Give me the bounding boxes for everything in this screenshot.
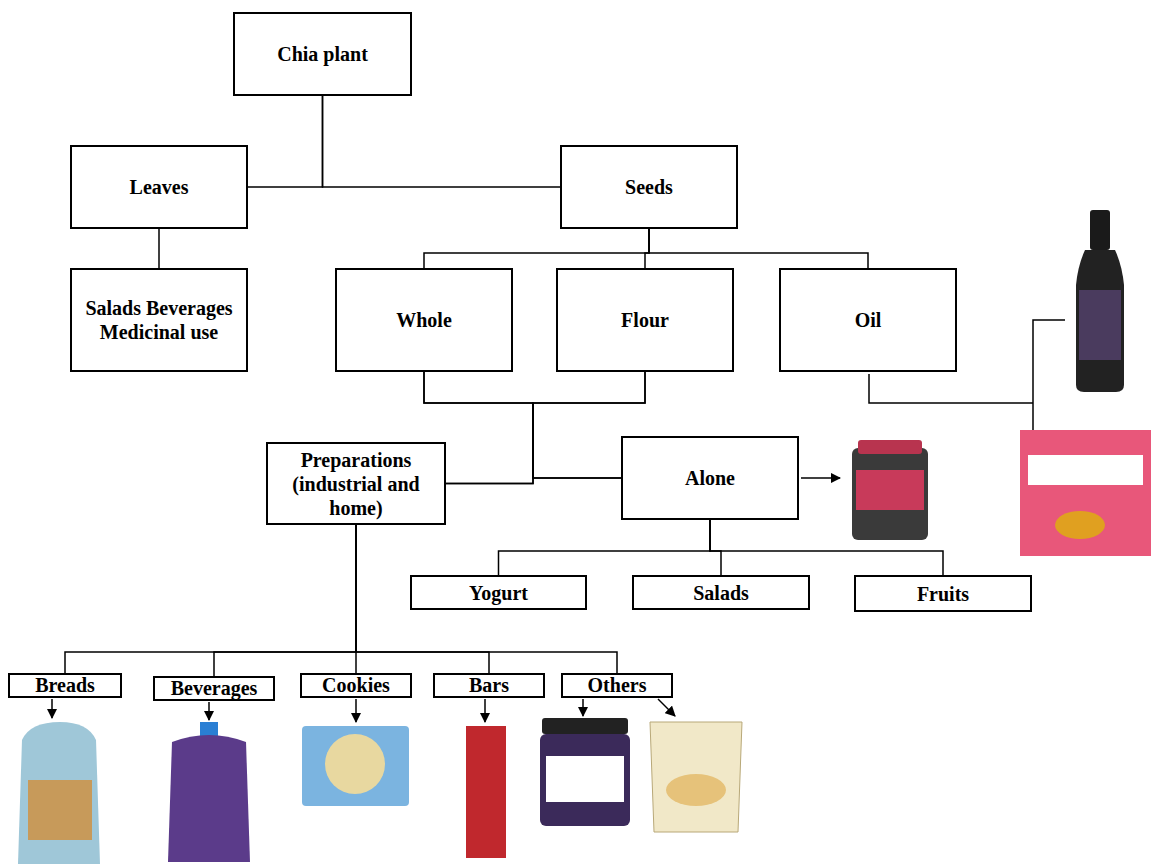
category-box: Beverages	[153, 676, 275, 701]
connector-line	[424, 229, 649, 268]
arrow-line	[801, 477, 840, 479]
connector-line	[649, 229, 868, 268]
process-box: Salads	[632, 575, 810, 610]
cookie-pack	[302, 726, 409, 806]
box-label: Oil	[855, 308, 882, 332]
jar-lid	[858, 440, 922, 454]
box-label: Breads	[35, 675, 95, 696]
connector-line	[356, 525, 617, 673]
leader-line	[869, 374, 1033, 403]
arrow-line	[582, 699, 584, 716]
capsule	[1055, 511, 1105, 539]
bread-slice	[28, 780, 92, 840]
process-box: Whole	[335, 268, 513, 372]
pack-body	[302, 726, 409, 806]
connector-line	[323, 96, 561, 187]
process-box: Oil	[779, 268, 957, 372]
pouch-cap	[200, 722, 218, 736]
category-box: Breads	[8, 673, 122, 698]
box-label: Fruits	[917, 582, 969, 606]
connector-line	[158, 229, 160, 268]
connector-line	[248, 96, 323, 187]
box-label: Beverages	[171, 678, 258, 699]
category-box: Others	[561, 673, 673, 698]
bottle-neck	[1090, 210, 1110, 250]
process-box: Chia plant	[233, 12, 412, 96]
connector-line	[710, 520, 721, 575]
pouch-body	[168, 735, 250, 862]
jar-body	[540, 734, 630, 826]
connector-line	[424, 372, 621, 478]
box-body	[1020, 430, 1151, 556]
process-box: Preparations (industrial and home)	[266, 442, 446, 525]
jar-label	[856, 470, 924, 510]
oil-bottle	[1076, 210, 1124, 392]
arrow-line	[484, 699, 486, 722]
process-box: Flour	[556, 268, 734, 372]
bottle-body	[1076, 250, 1124, 392]
box-label	[1028, 455, 1143, 485]
connector-line	[499, 520, 711, 575]
bag-body	[650, 722, 742, 832]
snack-bar	[466, 726, 506, 858]
box-label: Whole	[396, 308, 452, 332]
box-label: Salads Beverages Medicinal use	[84, 296, 234, 344]
crisp	[666, 774, 726, 806]
box-label: Alone	[685, 466, 735, 490]
connector-line	[65, 525, 356, 673]
cookie	[325, 734, 385, 794]
bottle-label	[1079, 290, 1121, 360]
connector-line	[214, 525, 356, 676]
process-box: Salads Beverages Medicinal use	[70, 268, 248, 372]
spread-jar	[540, 718, 630, 826]
box-label: Bars	[469, 675, 509, 696]
jar-label	[546, 756, 624, 802]
crisps-bag	[650, 722, 742, 832]
capsule-box	[1020, 430, 1151, 556]
category-box: Bars	[433, 673, 545, 698]
process-box: Fruits	[854, 575, 1032, 612]
connector-line	[710, 520, 943, 575]
box-label: Leaves	[130, 175, 189, 199]
box-label: Salads	[693, 581, 749, 605]
box-label: Cookies	[322, 675, 390, 696]
process-box: Leaves	[70, 145, 248, 229]
arrow-line	[355, 699, 357, 722]
box-label: Others	[588, 675, 647, 696]
process-box: Alone	[621, 436, 799, 520]
box-label: Seeds	[625, 175, 673, 199]
process-box: Yogurt	[410, 575, 587, 610]
process-box: Seeds	[560, 145, 738, 229]
arrow-line	[658, 699, 675, 716]
box-label: Chia plant	[277, 42, 368, 66]
arrow-line	[208, 702, 210, 720]
arrow-line	[51, 699, 53, 718]
box-label: Yogurt	[469, 581, 528, 605]
jar-lid	[542, 718, 628, 734]
jar-body	[852, 448, 928, 540]
box-label: Preparations (industrial and home)	[291, 448, 421, 520]
connector-line	[446, 372, 645, 484]
bread-bag	[18, 722, 100, 864]
category-box: Cookies	[300, 673, 412, 698]
drink-pouch	[168, 722, 250, 862]
seed-jar	[852, 440, 928, 540]
box-label: Flour	[621, 308, 669, 332]
bar-wrapper	[466, 726, 506, 858]
bag-body	[18, 722, 100, 864]
